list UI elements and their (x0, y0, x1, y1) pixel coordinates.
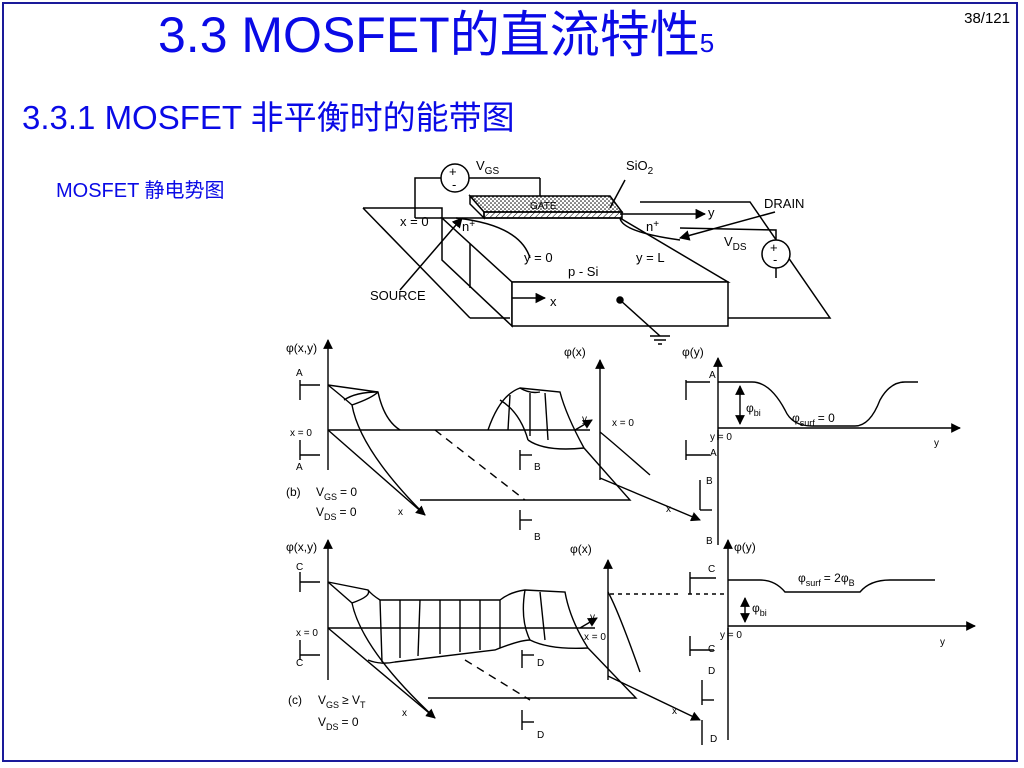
vds-label: VDS (724, 234, 747, 253)
slide-subtitle: 3.3.1 MOSFET 非平衡时的能带图 (22, 99, 515, 136)
plot-b-phi-y-labels: φ(y) A φbi φsurf= 0 y = 0 y A B (682, 345, 939, 547)
plot-c-surface (299, 539, 638, 730)
mosfet-device-labels: + - VGS SiO2 GATE DRAIN y x = 0 n+ n+ VD… (370, 158, 804, 309)
y-axis-label: y (708, 205, 715, 220)
plot-c-phi-y-labels: φ(y) C φsurf= 2φB φbi y = 0 y C D (708, 540, 945, 745)
plot-c-phi-surf: φsurf= 2φB (798, 571, 855, 588)
vgs-minus: - (452, 177, 456, 192)
plot-b-phi-y-y0: y = 0 (710, 432, 732, 443)
plot-c-phi-y-y0: y = 0 (720, 630, 742, 641)
plot-c-d-bottom: D (537, 730, 544, 741)
plot-b-phi-y-a-top: A (709, 370, 716, 381)
source-label: SOURCE (370, 288, 426, 303)
plot-b-phi-x-x: x (666, 504, 671, 515)
x-eq-0-label: x = 0 (400, 214, 429, 229)
title-subscript: 5 (699, 28, 715, 58)
plot-c-vds: VDS= 0 (318, 715, 359, 732)
y-eq-0-label: y = 0 (524, 250, 553, 265)
plot-b-vgs: VGS= 0 (316, 485, 357, 502)
plot-c-phi-xy: φ(x,y) (286, 540, 317, 554)
vds-plus: + (770, 240, 778, 255)
plot-c-labels: φ(x,y) C x = 0 C y x D D (c) VGS≥ VT VDS… (286, 540, 595, 741)
plot-c-c-bottom: C (296, 658, 303, 669)
drain-n-plus: n+ (646, 219, 659, 234)
plot-c-phi-y-label: φ(y) (734, 540, 756, 554)
p-si-label: p - Si (568, 264, 598, 279)
plot-b-phi-x-labels: φ(x) x = 0 x B (564, 345, 713, 515)
plot-c-phi-x-labels: φ(x) x = 0 x D (570, 542, 715, 717)
plot-c-y: y (590, 612, 595, 623)
plot-c-phi-y (688, 539, 976, 740)
plot-b-phi-y-b: B (706, 536, 713, 547)
source-n-plus: n+ (462, 219, 475, 234)
vds-minus: - (773, 252, 777, 267)
plot-b-phi-y-label: φ(y) (682, 345, 704, 359)
slide-title: 3.3 MOSFET的直流特性5 (158, 6, 714, 72)
plot-b-phi-x-x0: x = 0 (612, 418, 634, 429)
figure-caption: MOSFET 静电势图 (56, 180, 225, 202)
plot-c-d-top: D (537, 658, 544, 669)
plot-b-labels: φ(x,y) A x = 0 A y x B B (b) VGS= 0 VDS=… (286, 341, 587, 543)
plot-b-phi-x (595, 359, 712, 522)
plot-c-phi-x-label: φ(x) (570, 542, 592, 556)
plot-c-c-top: C (296, 562, 303, 573)
plot-c-x: x (402, 708, 407, 719)
plot-b-phi-surf: φsurf= 0 (792, 411, 835, 428)
plot-b-phi-bi: φbi (746, 401, 761, 418)
plot-b-b-bottom: B (534, 532, 541, 543)
plot-b-x0: x = 0 (290, 428, 312, 439)
vgs-label: VGS (476, 158, 499, 177)
plot-b-a-bottom: A (296, 462, 303, 473)
vgs-plus: + (449, 164, 457, 179)
x-axis-label: x (550, 294, 557, 309)
plot-b-phi-x-label: φ(x) (564, 345, 586, 359)
plot-c-phi-bi: φbi (752, 601, 767, 618)
plot-c-phi-x (603, 559, 714, 745)
plot-b-b-top: B (534, 462, 541, 473)
plot-c-vgs: VGS≥ VT (318, 693, 366, 710)
plot-c-phi-x-x0: x = 0 (584, 632, 606, 643)
mosfet-device-diagram (362, 163, 832, 345)
sio2-label: SiO2 (626, 158, 654, 177)
drain-label: DRAIN (764, 196, 804, 211)
plot-c-phi-x-x: x (672, 706, 677, 717)
plot-b-vds: VDS= 0 (316, 505, 357, 522)
plot-b-phi-y-y: y (934, 438, 939, 449)
plot-c-x0: x = 0 (296, 628, 318, 639)
plot-b-a-top: A (296, 368, 303, 379)
plot-b-phi-y (685, 357, 961, 545)
plot-c-caption: (c) (288, 693, 302, 707)
plot-c-phi-y-d: D (710, 734, 717, 745)
plot-b-caption: (b) (286, 485, 301, 499)
plot-c-phi-y-c-bottom: C (708, 644, 715, 655)
plot-c-phi-y-y: y (940, 637, 945, 648)
page-number: 38/121 (964, 10, 1010, 27)
plot-c-phi-y-c-top: C (708, 564, 715, 575)
plot-b-surface (299, 339, 632, 530)
plot-b-phi-xy: φ(x,y) (286, 341, 317, 355)
plot-b-x: x (398, 507, 403, 518)
gate-label: GATE (530, 201, 557, 212)
plot-b-phi-y-a-bottom: A (710, 448, 717, 459)
plot-b-y: y (582, 414, 587, 425)
plot-c-phi-x-d: D (708, 666, 715, 677)
plot-b-phi-x-b: B (706, 476, 713, 487)
title-main: 3.3 MOSFET的直流特性 (158, 7, 700, 63)
y-eq-l-label: y = L (636, 250, 665, 265)
